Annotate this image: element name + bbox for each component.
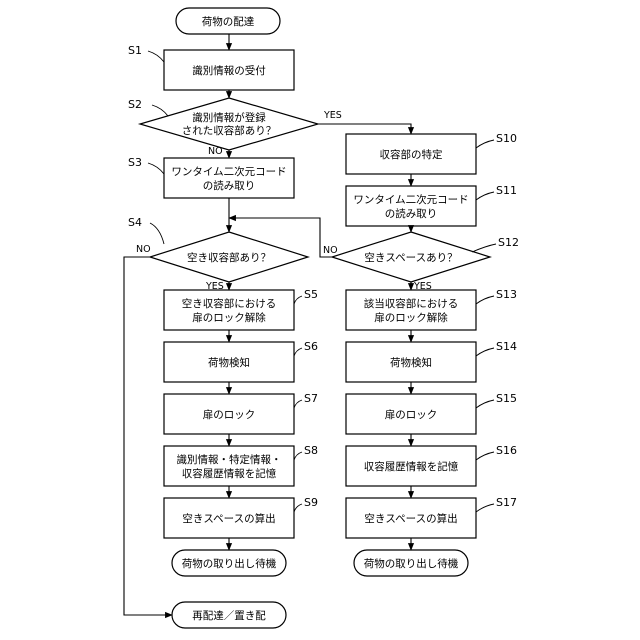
label-s13: S13 — [496, 288, 517, 301]
s2-yes-label: YES — [323, 110, 342, 121]
s2-text-line1: 識別情報が登録 — [192, 111, 266, 124]
label-s5: S5 — [304, 288, 318, 301]
label-s11: S11 — [496, 184, 517, 197]
label-s9: S9 — [304, 496, 318, 509]
s12-no-label: NO — [323, 245, 338, 256]
label-s12: S12 — [498, 236, 519, 249]
s6-text: 荷物検知 — [208, 356, 250, 369]
s16-text: 収容履歴情報を記憶 — [364, 460, 459, 473]
s11-box — [346, 186, 476, 226]
label-s17: S17 — [496, 496, 517, 509]
edge-s2-s10 — [318, 124, 411, 134]
s1-text: 識別情報の受付 — [192, 64, 266, 77]
label-s8: S8 — [304, 444, 318, 457]
s9-text: 空きスペースの算出 — [182, 512, 275, 525]
label-s10: S10 — [496, 132, 517, 145]
s3-text-line2: の読み取り — [203, 179, 256, 192]
s4-no-label: NO — [136, 244, 151, 255]
s8-text-line2: 収容履歴情報を記憶 — [182, 467, 277, 480]
label-s6: S6 — [304, 340, 318, 353]
s12-yes-label: YES — [413, 281, 432, 292]
s10-text: 収容部の特定 — [380, 148, 443, 161]
s4-text: 空き収容部あり？ — [187, 251, 271, 264]
s12-text: 空きスペースあり？ — [364, 251, 457, 264]
s17-text: 空きスペースの算出 — [364, 512, 457, 525]
s7-text: 扉のロック — [203, 408, 256, 421]
s5-text-line2: 扉のロック解除 — [192, 311, 266, 324]
label-s4: S4 — [128, 216, 142, 229]
label-s15: S15 — [496, 392, 517, 405]
right-end-text: 荷物の取り出し待機 — [364, 557, 459, 570]
left-end-text: 荷物の取り出し待機 — [182, 557, 277, 570]
s15-text: 扉のロック — [385, 408, 438, 421]
start-text: 荷物の配達 — [202, 15, 255, 28]
s3-box — [164, 158, 294, 198]
s4-yes-label: YES — [205, 281, 224, 292]
label-s7: S7 — [304, 392, 318, 405]
label-s1: S1 — [128, 44, 142, 57]
label-s3: S3 — [128, 156, 142, 169]
s8-box — [164, 446, 294, 486]
s5-text-line1: 空き収容部における — [182, 297, 277, 310]
s2-text-line2: された収容部あり？ — [182, 124, 277, 137]
s2-decision — [140, 98, 318, 150]
s14-text: 荷物検知 — [390, 356, 432, 369]
bottom-end-text: 再配達／置き配 — [192, 610, 266, 622]
s11-text-line1: ワンタイム二次元コード — [353, 193, 468, 206]
s11-text-line2: の読み取り — [385, 207, 438, 220]
s13-text-line1: 該当収容部における — [364, 297, 459, 310]
s3-text-line1: ワンタイム二次元コード — [171, 165, 286, 178]
s13-text-line2: 扉のロック解除 — [374, 311, 448, 324]
s8-text-line1: 識別情報・特定情報・ — [177, 453, 282, 466]
label-s2: S2 — [128, 98, 142, 111]
s13-box — [346, 290, 476, 330]
label-s16: S16 — [496, 444, 517, 457]
s5-box — [164, 290, 294, 330]
s2-no-label: NO — [208, 146, 223, 157]
label-s14: S14 — [496, 340, 517, 353]
